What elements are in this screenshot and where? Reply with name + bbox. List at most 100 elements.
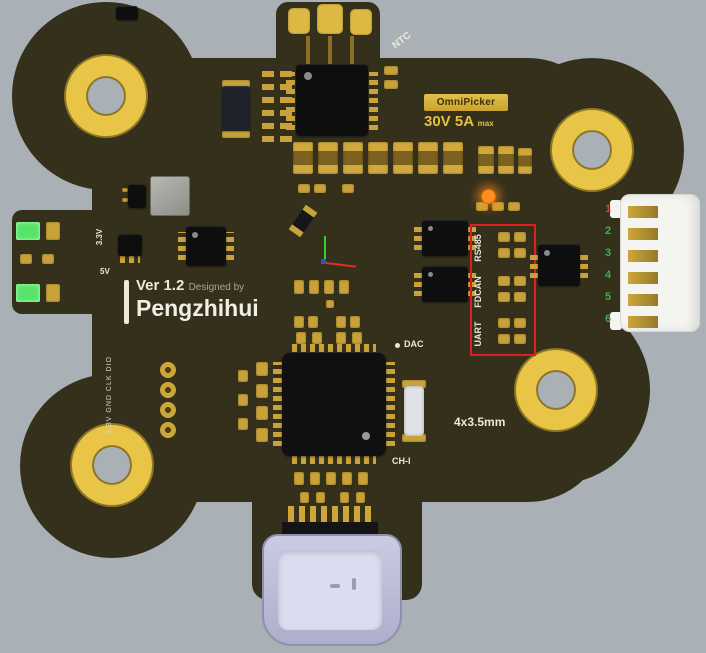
pin1-dot [192,232,198,238]
solder-pad [314,184,326,193]
ic-pins-left [530,252,538,278]
usb-pin-row [288,506,374,522]
solder-pad [402,434,426,442]
uart-pad [498,334,510,344]
solder-pad [122,198,128,202]
ic-pins-right [369,72,378,130]
solder-pad [492,202,504,211]
fdcan-pad [514,276,526,286]
solder-pad [310,472,320,485]
through-hole-pad [160,402,176,418]
mcu-pins-right [386,362,395,446]
rating-text: 30V 5A max [424,114,494,129]
capacitor [393,142,413,174]
mounting-hole-bottom-right [516,350,596,430]
origin-axis-y [324,236,326,264]
designed-by-text: Designed by [188,282,245,293]
rs485-pad [498,248,510,258]
capacitor [478,146,494,174]
resonator [404,386,424,436]
smd-component [116,6,138,20]
fdcan-pad [498,276,510,286]
capacitor [418,142,438,174]
uart-pad [514,318,526,328]
pin1-dot [428,272,433,277]
capacitor [368,142,388,174]
solder-pad [256,362,268,376]
through-hole-pad [160,382,176,398]
bus-label-fdcan: FDCAN [473,276,483,308]
solder-pad [296,332,306,344]
green-led [16,284,40,302]
mcu-dot [362,432,370,440]
ic-pins-right [468,226,476,250]
solder-pad [300,492,309,503]
fdcan-pad [498,292,510,302]
fdcan-pad [514,292,526,302]
bus-label-uart: UART [473,321,483,347]
solder-pad [222,80,250,87]
connector-pin [628,316,658,328]
power-pad [350,9,372,35]
through-hole-pad [160,362,176,378]
label-3v3: 3.3V [95,228,104,246]
silkscreen-bar [124,280,129,324]
solder-pad [238,370,248,382]
solder-pad [384,66,398,75]
rating-max: max [477,119,494,128]
author-name: Pengzhihui [136,295,259,321]
connector-ear [610,312,622,330]
connector-pin [628,206,658,218]
ic-pins-right [468,272,476,296]
orange-led [481,189,496,204]
mcu-pins-left [273,362,282,446]
solder-pad [356,492,365,503]
mounting-hole-top-left [66,56,146,136]
dac-testpoint [395,343,400,348]
solder-pad [339,280,349,294]
solder-pad [46,284,60,302]
label-mounting: 4x3.5mm [454,415,506,429]
capacitor [293,142,313,174]
solder-pad [309,280,319,294]
solder-pad [476,202,488,211]
trace [350,36,354,64]
capacitor [498,146,514,174]
pin-number: 5 [604,291,612,303]
trace [328,36,332,64]
solder-pad [326,300,334,308]
usb-shell-mark [352,578,356,590]
version-line: Ver 1.2 Designed by [136,278,244,293]
solder-pad [20,254,32,264]
power-pad [317,4,343,34]
solder-pad [238,418,248,430]
solder-pad [342,184,354,193]
ic-pins-right [226,232,234,260]
solder-pad [122,188,128,192]
solder-pad [256,384,268,398]
solder-pad [294,280,304,294]
metal-shield-component [150,176,190,216]
ic-pins-right [580,252,588,278]
label-ch1: CH-I [392,456,411,466]
brand-name: OmniPicker [436,97,496,108]
solder-pad [336,332,346,344]
pin1-dot [428,226,433,231]
usb-housing [282,522,378,536]
solder-pad [384,80,398,89]
uart-pad [514,334,526,344]
pin-number: 2 [604,225,612,237]
pin1-dot [544,250,550,256]
debug-header-labels: 3.3V GND CLK DIO [106,356,113,434]
origin-marker [321,259,326,264]
solder-pad [342,472,352,485]
rs485-pad [514,232,526,242]
ic-pins-bottom [120,256,140,263]
capacitor [343,142,363,174]
mcu-pins-bottom [292,455,376,464]
power-pad [288,8,310,34]
rs485-pad [514,248,526,258]
passive-pad-column [262,64,274,142]
solder-pad [294,316,304,328]
